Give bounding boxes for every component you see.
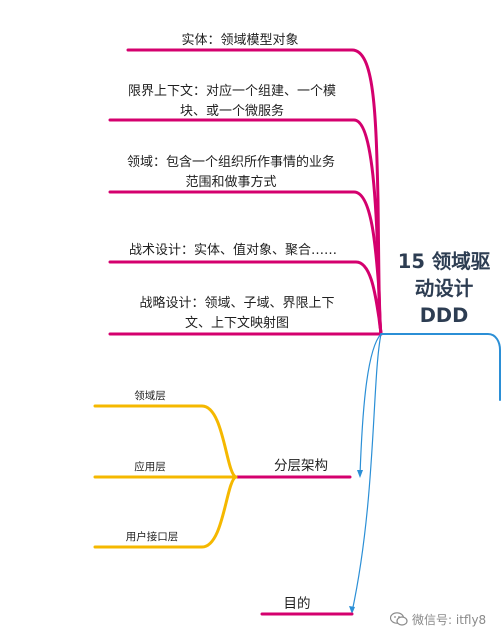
node-domain: 领域：包含一个组织所作事情的业务 范围和做事方式: [108, 153, 354, 193]
root-node: 15 领域驱 动设计 DDD: [385, 248, 501, 329]
node-application-layer-label: 应用层: [134, 461, 166, 473]
node-domain-line1: 领域：包含一个组织所作事情的业务: [126, 155, 335, 170]
node-bounded-context: 限界上下文：对应一个组建、一个模 块、或一个微服务: [110, 82, 354, 122]
wechat-icon: [390, 612, 408, 626]
connector-layered: [359, 333, 382, 476]
node-domain-line2: 范围和做事方式: [185, 175, 277, 190]
node-entity: 实体：领域模型对象: [150, 31, 330, 51]
connector-purpose: [351, 333, 382, 613]
node-application-layer: 应用层: [110, 460, 190, 474]
node-bounded-context-line2: 块、或一个微服务: [179, 104, 284, 119]
connector-root: [380, 333, 501, 401]
node-entity-line1: 实体：领域模型对象: [181, 33, 299, 48]
node-domain-layer: 领域层: [110, 389, 190, 403]
node-strategic-design-line2: 文、上下文映射图: [184, 316, 289, 331]
root-line1: 15 领域驱: [397, 250, 491, 273]
node-purpose-label: 目的: [283, 596, 311, 612]
node-layered-architecture: 分层架构: [256, 456, 346, 476]
root-line2: 动设计: [414, 277, 474, 300]
watermark-text: 微信号: itfly8: [412, 612, 487, 627]
connector-domain-layer: [93, 404, 238, 479]
node-purpose: 目的: [262, 594, 332, 614]
connector-tactical: [108, 260, 383, 336]
node-ui-layer-label: 用户接口层: [125, 531, 179, 543]
wechat-watermark: 微信号: itfly8: [390, 608, 498, 630]
node-strategic-design-line1: 战略设计：领域、子域、界限上下: [139, 296, 335, 311]
node-bounded-context-line1: 限界上下文：对应一个组建、一个模: [127, 84, 336, 99]
node-layered-architecture-label: 分层架构: [274, 458, 328, 474]
node-tactical-design-line1: 战术设计：实体、值对象、聚合……: [128, 243, 337, 258]
node-strategic-design: 战略设计：领域、子域、界限上下 文、上下文映射图: [116, 294, 358, 334]
root-line3: DDD: [419, 304, 469, 327]
node-tactical-design: 战术设计：实体、值对象、聚合……: [108, 241, 358, 261]
node-ui-layer: 用户接口层: [104, 530, 200, 544]
connector-ui-layer: [93, 475, 238, 549]
node-domain-layer-label: 领域层: [134, 390, 166, 402]
